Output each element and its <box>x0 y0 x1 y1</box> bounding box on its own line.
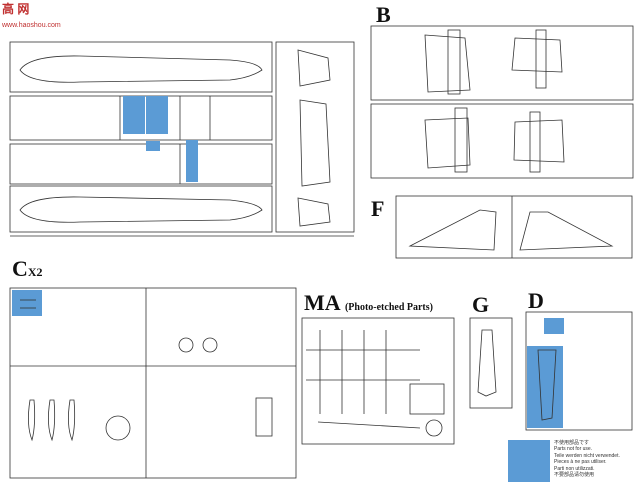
section-ma-label: MA (Photo-etched Parts) <box>304 292 433 314</box>
runner-f <box>395 195 633 259</box>
legend-line: 不要部品请勿使用 <box>554 472 595 479</box>
section-c-label: CX2 <box>12 258 43 280</box>
runner-g <box>469 317 513 409</box>
section-b-label: B <box>376 2 391 27</box>
section-c-multiplier: X2 <box>27 265 43 279</box>
unused-part-highlights <box>12 96 564 428</box>
section-g-label: G <box>472 292 490 317</box>
section-f-label: F <box>371 196 385 221</box>
section-c-letter: C <box>12 256 28 281</box>
legend-line: Parti non utilizzati. <box>554 465 595 472</box>
section-ma-note: (Photo-etched Parts) <box>344 302 433 313</box>
legend-line: 不使用部品です <box>554 440 590 446</box>
watermark-url: www.haoshou.com <box>2 22 61 29</box>
runner-a <box>9 41 355 237</box>
legend-line: Parts not for use. <box>554 446 593 453</box>
legend-line: Teile werden nicht verwendet. <box>554 452 620 459</box>
runner-b <box>370 25 634 179</box>
watermark-logo: 高 网 <box>2 2 30 16</box>
legend-swatch <box>508 440 550 482</box>
section-d-label: D <box>528 288 544 313</box>
legend-line: Pieces à ne pas utiliser. <box>554 459 607 466</box>
runner-ma <box>301 317 455 445</box>
section-ma-letter: MA <box>304 290 340 315</box>
runner-c <box>9 287 297 479</box>
